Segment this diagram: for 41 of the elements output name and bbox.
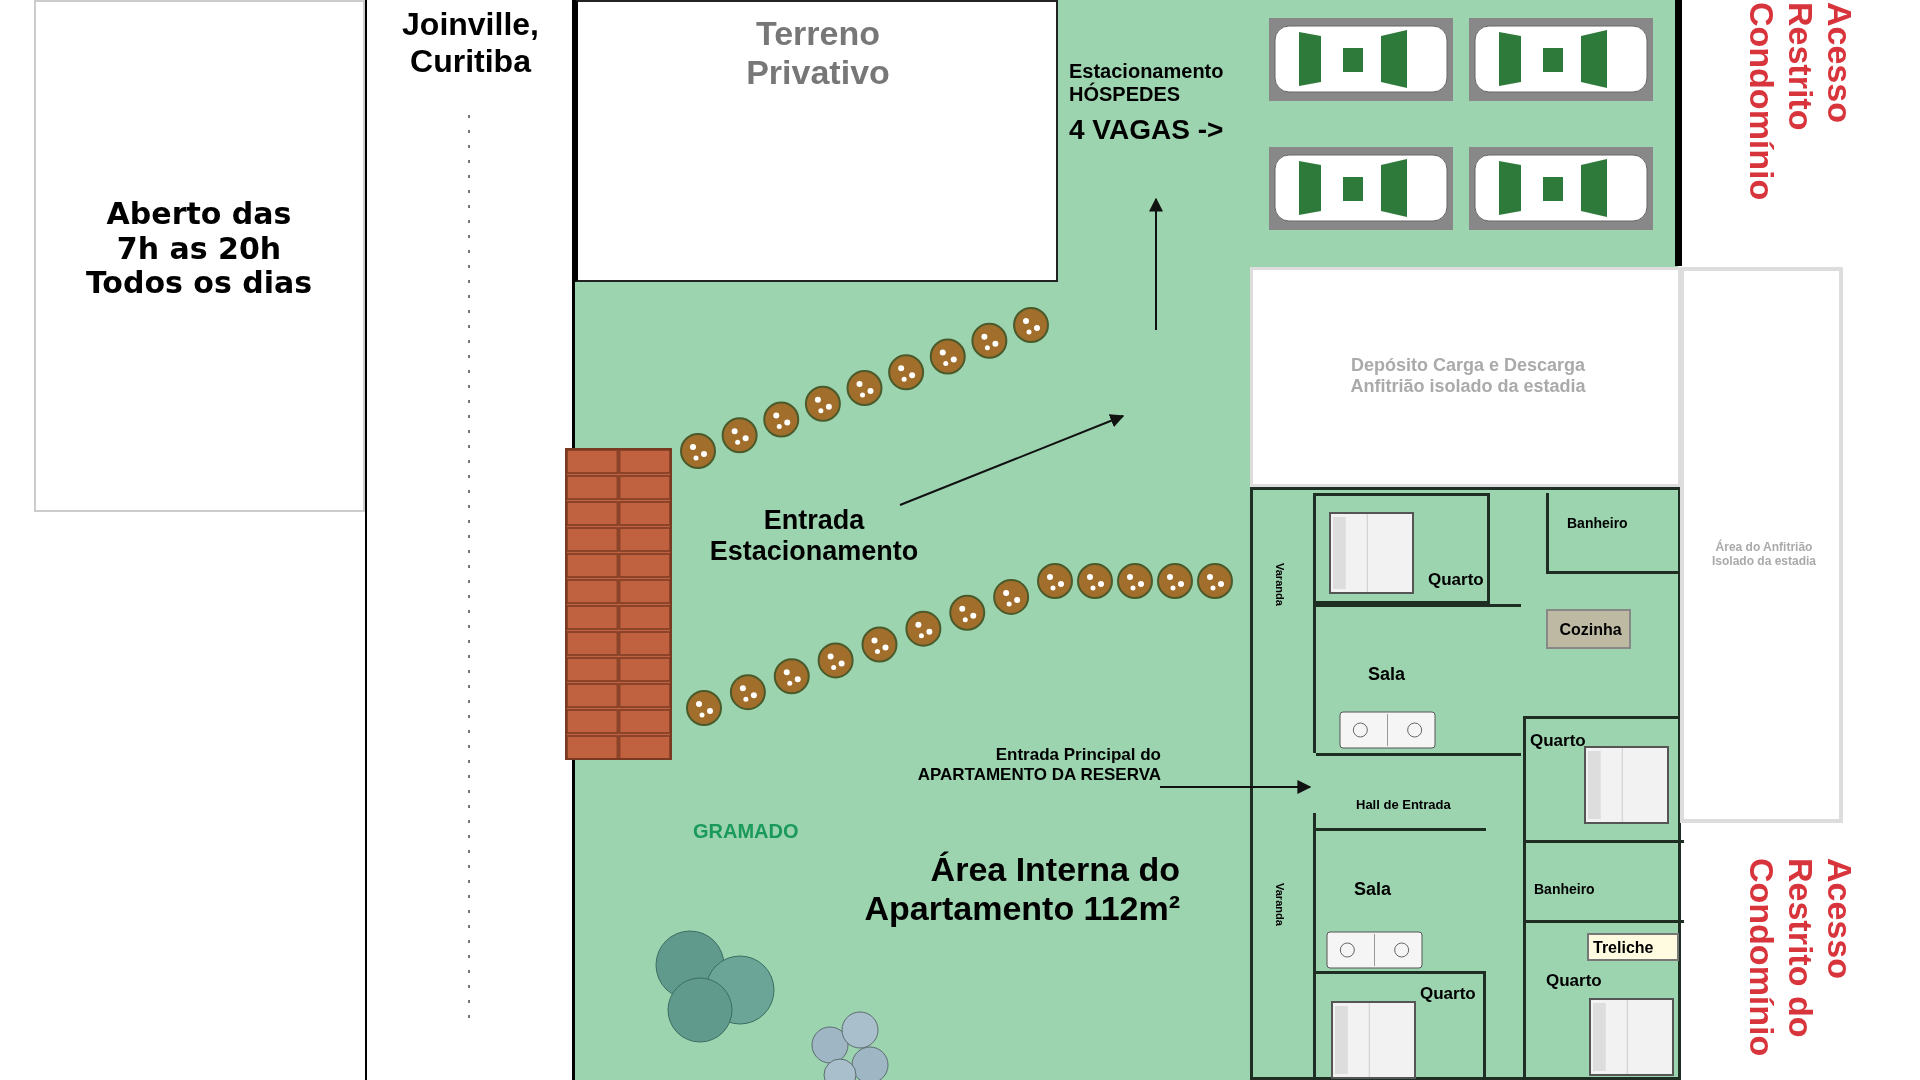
room-label: Quarto (1428, 570, 1484, 590)
plot-label: Terreno Privativo (745, 14, 891, 93)
room-label: Varanda (1273, 563, 1286, 606)
host-area-box (1680, 267, 1843, 823)
room-label: Hall de Entrada (1356, 798, 1451, 813)
room (1523, 843, 1684, 923)
dining-table (1546, 609, 1631, 649)
room-label: Quarto (1420, 984, 1476, 1004)
market-box (34, 0, 365, 512)
room (1316, 493, 1490, 604)
arrow (899, 414, 1125, 506)
room (1316, 828, 1486, 971)
room-label: Quarto (1530, 731, 1586, 751)
area-note: Área Interna do Apartamento 112m² (863, 850, 1180, 929)
road-label: Joinville, Curitiba (401, 6, 540, 80)
apartment-outline (1250, 487, 1681, 1080)
room-label: Cozinha (1558, 621, 1623, 640)
host-area-label: Área do Anfitrião Isolado da estadia (1710, 541, 1817, 569)
room (1316, 971, 1486, 1080)
room-label: Banheiro (1534, 881, 1595, 898)
hours-note: Aberto das 7h as 20h Todos os dias (84, 197, 314, 301)
restricted-access-note: Acesso Restrito do Condomínio (1742, 858, 1860, 1059)
room-label: Sala (1354, 879, 1392, 900)
bunk-bed (1587, 933, 1679, 961)
entrance-note: Entrada Principal do APARTAMENTO DA RESERVA (916, 745, 1161, 785)
parking-count: 4 VAGAS -> (1069, 114, 1224, 147)
storage-box (1250, 267, 1681, 487)
room-label: Varanda (1273, 883, 1286, 926)
plot-box (575, 0, 1058, 282)
parking-label: Estacionamento HÓSPEDES (1069, 60, 1225, 106)
arrow (1149, 197, 1163, 331)
room-label: Sala (1368, 664, 1406, 685)
arrow (1159, 780, 1312, 794)
room (1523, 716, 1684, 843)
restricted-access-note: Acesso Restrito Condomínio (1742, 2, 1860, 203)
lawn-label: GRAMADO (693, 820, 799, 843)
storage-label: Depósito Carga e Descarga Anfitrião isolado da estadia (1349, 355, 1587, 397)
room-label: Quarto (1546, 971, 1602, 991)
room-label: Banheiro (1567, 515, 1628, 532)
bed-label: Treliche (1593, 939, 1654, 958)
entrance-label: Entrada Estacionamento (708, 505, 920, 568)
